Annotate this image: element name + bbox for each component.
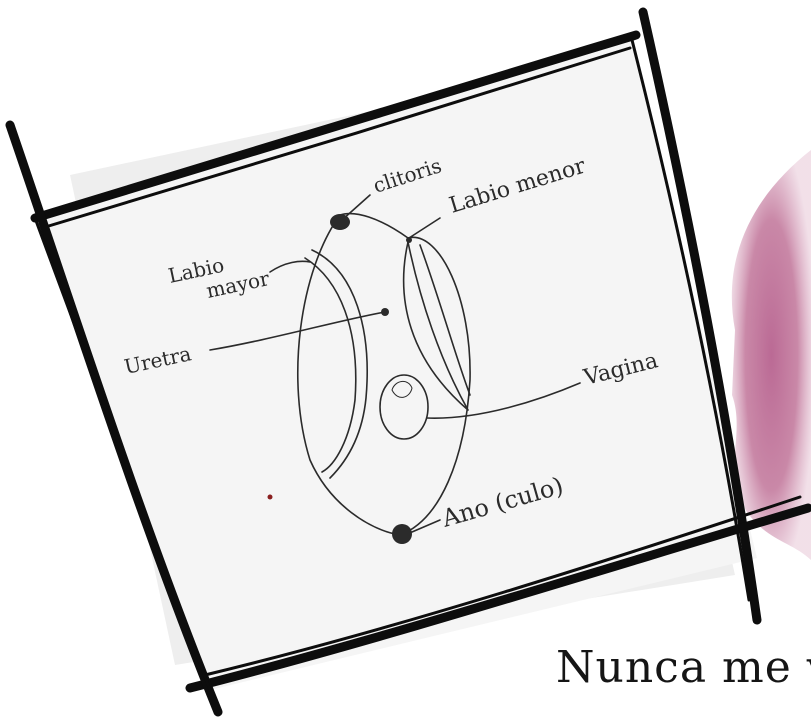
- leader-labio-menor: [408, 217, 441, 239]
- frame-border: [5, 7, 811, 717]
- ano-dot: [392, 524, 412, 544]
- labio-menor-dot: [406, 237, 412, 243]
- paper-sheet: [40, 40, 757, 690]
- vagina-opening: [379, 374, 429, 440]
- leader-vagina: [426, 382, 581, 419]
- leader-labio-mayor: [269, 260, 311, 273]
- labio-mayor-left: [304, 249, 368, 479]
- uretra-dot: [381, 308, 389, 316]
- leader-uretra: [209, 311, 386, 351]
- watercolor-stain: [731, 150, 811, 560]
- vulva-outline: [297, 212, 471, 536]
- red-speck: [267, 494, 273, 500]
- leader-ano: [411, 519, 441, 533]
- leader-clitoris: [341, 194, 371, 221]
- caption-text: Nunca me v: [556, 642, 811, 693]
- vagina-inner-mark: [391, 381, 413, 398]
- labio-menor-right: [402, 241, 471, 411]
- clitoris-dot: [330, 214, 350, 230]
